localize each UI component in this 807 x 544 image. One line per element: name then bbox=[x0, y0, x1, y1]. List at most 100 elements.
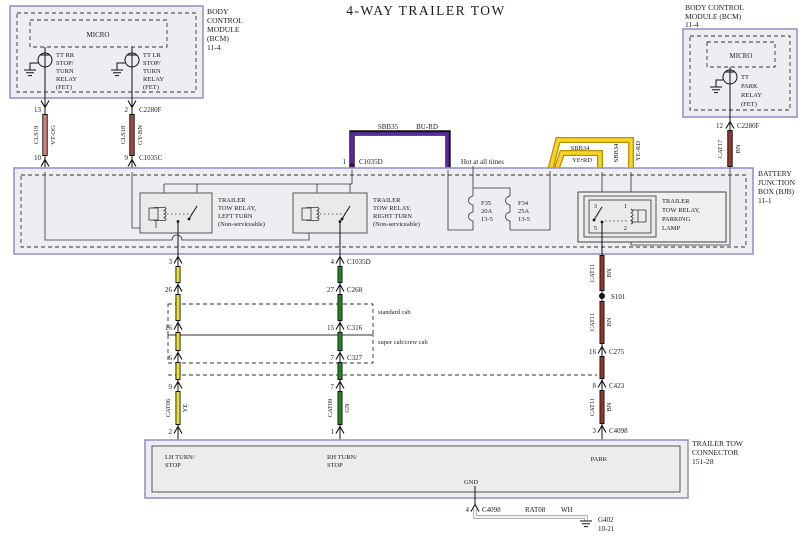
svg-text:STOP: STOP bbox=[165, 462, 181, 469]
pin-number: 7 bbox=[331, 383, 335, 391]
svg-text:(FET): (FET) bbox=[741, 101, 757, 108]
connector-name: C316 bbox=[347, 324, 363, 332]
pin-number: 26 bbox=[165, 286, 173, 294]
pin-number: 15 bbox=[327, 324, 335, 332]
circuit-label: RAT08 bbox=[525, 506, 546, 514]
bcm-left-module: MICRO BODY CONTROL MODULE (BCM) 11-4 TT … bbox=[9, 5, 243, 99]
circuit-label: CLS19 bbox=[33, 126, 40, 144]
svg-text:CONNECTOR: CONNECTOR bbox=[692, 448, 739, 457]
svg-text:STOP/: STOP/ bbox=[143, 60, 161, 67]
connector-name: C1035D bbox=[347, 258, 371, 266]
connector-name: C423 bbox=[609, 382, 625, 390]
bcm-left-dashed-border bbox=[16, 12, 197, 93]
bcm-right-box bbox=[682, 28, 798, 118]
relay-label: TRAILER bbox=[373, 197, 401, 204]
bcm-right-micro-box bbox=[706, 41, 776, 68]
svg-text:(Non-serviceable): (Non-serviceable) bbox=[218, 221, 265, 228]
pin-number: 5 bbox=[594, 225, 597, 232]
trailer-tow-relay-left-turn: TRAILER TOW RELAY, LEFT TURN (Non-servic… bbox=[139, 192, 265, 254]
wire-color-label: GY-BN bbox=[137, 125, 144, 145]
circuit-label: CAT06 bbox=[165, 398, 172, 418]
pin-number: 10 bbox=[34, 154, 42, 162]
pin-number: 3 bbox=[594, 203, 597, 210]
pin-number: 1 bbox=[624, 203, 627, 210]
super-cab-box bbox=[167, 334, 374, 364]
pin-number: 2 bbox=[169, 428, 173, 436]
wire-color-label: BN bbox=[606, 268, 613, 277]
pin-number: 9 bbox=[169, 383, 173, 391]
svg-text:13-5: 13-5 bbox=[481, 216, 493, 223]
super-cab-label: super cab/crew cab bbox=[378, 339, 428, 346]
circuit-label: CAT09 bbox=[327, 399, 334, 418]
wire-column-rh-turn: 4 C1035D 27 C268 15 C316 7 C327 7 CAT09 … bbox=[327, 254, 371, 450]
svg-text:PARKING: PARKING bbox=[662, 216, 691, 223]
wire-color-label: BN bbox=[606, 402, 613, 411]
splice-label: S101 bbox=[611, 293, 626, 301]
svg-text:TOW RELAY,: TOW RELAY, bbox=[373, 205, 411, 212]
tt-rr-relay-label: TT RR bbox=[56, 52, 75, 59]
wire-sbb35-bu-rd: SBB35 BU-RD 1 C1035D bbox=[343, 123, 451, 172]
svg-text:LEFT TURN: LEFT TURN bbox=[218, 213, 253, 220]
trailer-tow-relay-parking-lamp: 3 1 5 2 TRAILER TOW RELAY, PARKING LAMP bbox=[577, 191, 727, 254]
wire-color-label: YE•RD bbox=[572, 157, 592, 164]
wire-color-label: BU-RD bbox=[416, 123, 438, 131]
ground-run: 4 C4098 RAT08 WH G402 10-21 bbox=[466, 486, 615, 533]
wire-column-lh-turn: 3 26 16 6 9 CAT06 YE 2 bbox=[165, 254, 189, 450]
circuit-label: CAT17 bbox=[717, 139, 724, 159]
pin-number: 3 bbox=[593, 427, 597, 435]
pin-number: 7 bbox=[331, 354, 335, 362]
ground-id-label: G402 bbox=[598, 516, 614, 524]
svg-text:RELAY: RELAY bbox=[143, 76, 164, 83]
park-label: PARK bbox=[591, 456, 608, 463]
bcm-left-name: BODY bbox=[207, 7, 229, 16]
bjb-name: BOX (BJB) bbox=[758, 187, 795, 196]
circuit-label: CAT11 bbox=[589, 264, 596, 283]
connector-page-ref: 151-28 bbox=[692, 457, 714, 466]
bcm-left-micro-box bbox=[29, 19, 168, 48]
bjb-name: BATTERY bbox=[758, 169, 792, 178]
circuit-label: SBB34 bbox=[613, 143, 620, 163]
connector-name: C4098 bbox=[609, 427, 628, 435]
pin-number: 4 bbox=[466, 506, 470, 514]
connector-name-label: TRAILER TOW bbox=[692, 439, 744, 448]
wire-color-label: WH bbox=[561, 506, 573, 514]
wire-sbb34-ye-rd: SBB34 YE•RD SBB34 YE-RD bbox=[547, 137, 642, 172]
bcm-left-page-ref: 11-4 bbox=[207, 43, 221, 52]
trailer-tow-connector: TRAILER TOW CONNECTOR 151-28 LH TURN/ ST… bbox=[144, 439, 744, 499]
pin-number: 1 bbox=[331, 428, 335, 436]
circuit-label: CAT11 bbox=[589, 398, 596, 417]
wire-color-label: YE bbox=[182, 404, 189, 413]
ground-page-ref: 10-21 bbox=[598, 525, 615, 533]
bcm-right-module: BODY CONTROL MODULE (BCM) 11-4 MICRO TT … bbox=[682, 3, 798, 118]
pin-number: 12 bbox=[716, 122, 724, 130]
lh-turn-stop-label: LH TURN/ bbox=[165, 454, 195, 461]
relay-label: TRAILER bbox=[218, 197, 246, 204]
ground-icon bbox=[579, 520, 593, 528]
connector-name: C327 bbox=[347, 354, 363, 362]
pin-number: 16 bbox=[165, 324, 173, 332]
pin-number: 27 bbox=[327, 286, 335, 294]
cab-option-boxes: standard cab super cab/crew cab bbox=[167, 303, 597, 376]
svg-text:TURN: TURN bbox=[143, 68, 161, 75]
pin-number: 2 bbox=[624, 225, 627, 232]
hot-at-all-times-label: Hot at all times bbox=[461, 158, 504, 166]
pin-number: 3 bbox=[169, 258, 173, 266]
connector-name: C268 bbox=[347, 286, 363, 294]
circuit-label: SBB34 bbox=[571, 145, 591, 152]
battery-junction-box: BATTERY JUNCTION BOX (BJB) 11-1 F35 20A … bbox=[13, 166, 796, 255]
bcm-left-name: CONTROL bbox=[207, 16, 243, 25]
svg-text:TOW RELAY,: TOW RELAY, bbox=[218, 205, 256, 212]
connector-name: C4098 bbox=[482, 506, 501, 514]
tt-lr-relay-label: TT LR bbox=[143, 52, 161, 59]
bcm-right-name: MODULE (BCM) bbox=[685, 12, 742, 21]
svg-text:25A: 25A bbox=[518, 208, 530, 215]
trailer-tow-relay-right-turn: TRAILER TOW RELAY, RIGHT TURN (Non-servi… bbox=[292, 192, 420, 254]
svg-text:RIGHT TURN: RIGHT TURN bbox=[373, 213, 412, 220]
pin-number: 1 bbox=[343, 158, 347, 166]
micro-label: MICRO bbox=[730, 52, 753, 60]
bcm-left-box bbox=[9, 5, 204, 99]
svg-text:TOW RELAY,: TOW RELAY, bbox=[662, 207, 700, 214]
svg-text:(Non-serviceable): (Non-serviceable) bbox=[373, 221, 420, 228]
wire-color-label: GN bbox=[344, 403, 351, 413]
wire-rat08-wh bbox=[474, 509, 587, 521]
